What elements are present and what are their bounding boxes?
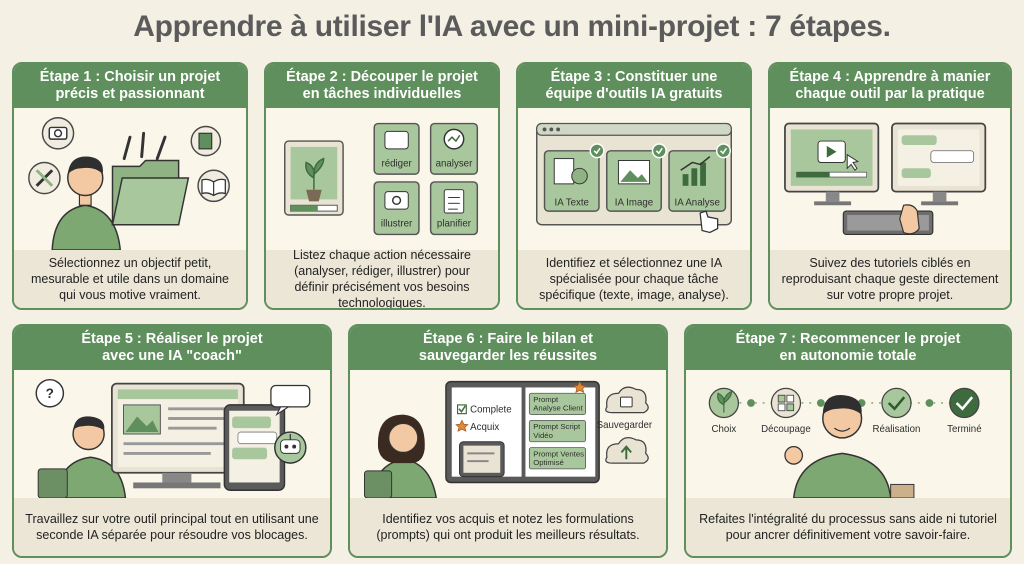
svg-text:Terminé: Terminé — [947, 424, 981, 435]
video-monitor — [784, 122, 880, 206]
person-figure — [364, 414, 437, 498]
svg-text:Réalisation: Réalisation — [873, 424, 921, 435]
svg-text:IA Image: IA Image — [615, 197, 653, 208]
open-book-icon — [197, 169, 230, 203]
svg-text:Choix: Choix — [711, 424, 736, 435]
task-analyser: analyser — [429, 122, 479, 175]
svg-text:Prompt: Prompt — [533, 395, 559, 404]
svg-text:?: ? — [46, 386, 54, 401]
tool-ia-texte: IA Texte — [543, 143, 605, 212]
pointer-hand-icon — [699, 210, 719, 234]
plant-icon — [284, 140, 344, 216]
stage-decoupage: Découpage — [761, 387, 811, 435]
chat-monitor — [891, 122, 987, 206]
step-illustration: Complete Acquix Prompt Analyse Client Pr… — [350, 370, 666, 498]
tool-ia-analyse: IA Analyse — [668, 143, 732, 212]
image-icon — [123, 404, 161, 435]
step-description: Identifiez vos acquis et notez les formu… — [350, 498, 666, 556]
star-icon — [455, 419, 469, 432]
step-illustration: Choix Découpage Réalisation Terminé — [686, 370, 1010, 498]
person-figure — [784, 395, 915, 498]
svg-text:Découpage: Découpage — [761, 424, 811, 435]
cloud-icon — [605, 386, 649, 414]
svg-text:planifier: planifier — [437, 219, 472, 230]
step-description: Listez chaque action nécessaire (analyse… — [266, 248, 498, 308]
step-description: Suivez des tutoriels ciblés en reproduis… — [770, 250, 1010, 308]
stage-realisation: Réalisation — [873, 387, 921, 435]
svg-text:Vidéo: Vidéo — [533, 431, 553, 440]
svg-text:Prompt Script: Prompt Script — [533, 422, 581, 431]
save-label: Sauvegarder — [597, 420, 653, 431]
stage-termine: Terminé — [947, 387, 982, 435]
step-description: Travaillez sur votre outil principal tou… — [14, 498, 330, 556]
pencil-icon — [28, 161, 61, 195]
tablet-stylus — [459, 441, 505, 478]
tool-ia-image: IA Image — [606, 143, 667, 212]
svg-text:Acquix: Acquix — [470, 422, 499, 433]
step-illustration — [770, 108, 1010, 250]
step-illustration: rédiger analyser illustrer planifie — [266, 108, 498, 250]
svg-text:Complete: Complete — [470, 405, 511, 416]
main-monitor — [111, 382, 245, 489]
person-figure — [37, 416, 127, 498]
book-icon — [190, 125, 222, 157]
camera-icon — [41, 116, 75, 150]
page-title: Apprendre à utiliser l'IA avec un mini-p… — [133, 10, 891, 43]
task-illustrer: illustrer — [373, 181, 420, 236]
cloud-upload-icon — [605, 437, 649, 464]
svg-text:Prompt Ventes: Prompt Ventes — [533, 449, 584, 458]
svg-text:analyser: analyser — [436, 158, 473, 169]
svg-text:rédiger: rédiger — [381, 158, 412, 169]
step-illustration — [14, 108, 246, 250]
robot-icon — [274, 431, 307, 464]
task-planifier: planifier — [429, 181, 479, 236]
step-description: Refaites l'intégralité du processus sans… — [686, 498, 1010, 556]
chat-bubble-icon — [270, 384, 311, 417]
step-illustration: IA Texte IA Image IA Analyse — [518, 108, 750, 250]
task-redige: rédiger — [373, 122, 420, 175]
open-notebook: Complete Acquix Prompt Analyse Client Pr… — [445, 380, 600, 484]
question-icon: ? — [35, 378, 65, 408]
folder-icon — [111, 159, 190, 226]
play-icon — [826, 145, 837, 158]
wrench-icon — [122, 131, 167, 161]
svg-text:IA Analyse: IA Analyse — [675, 197, 720, 208]
keyboard-icon — [842, 204, 934, 236]
svg-text:Optimisé: Optimisé — [533, 458, 564, 467]
checklist: Complete Acquix — [455, 404, 512, 433]
svg-text:Analyse Client: Analyse Client — [533, 404, 583, 413]
stage-choix: Choix — [708, 387, 740, 435]
step-description: Sélectionnez un objectif petit, mesurabl… — [14, 250, 246, 308]
svg-text:IA Texte: IA Texte — [555, 197, 589, 208]
svg-text:illustrer: illustrer — [381, 219, 413, 230]
step-description: Identifiez et sélectionnez une IA spécia… — [518, 250, 750, 308]
star-icon — [573, 380, 587, 394]
step-illustration: ? — [14, 370, 330, 498]
prompt-list: Prompt Analyse Client Prompt Script Vidé… — [528, 380, 587, 470]
